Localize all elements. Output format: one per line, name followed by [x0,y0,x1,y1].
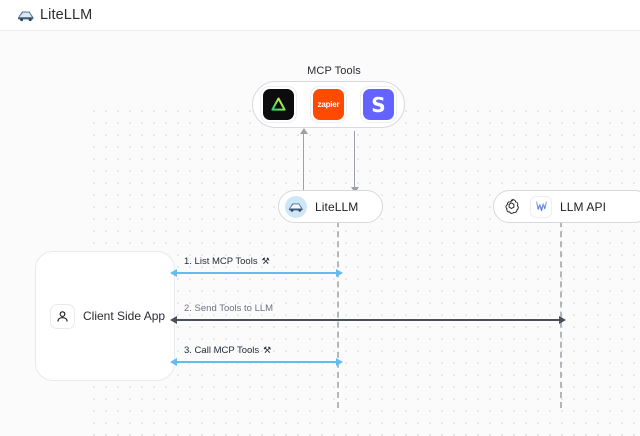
message-1-line [176,272,337,274]
arrow-line-litellm-to-mcp [303,131,305,193]
node-llm-api[interactable]: LLM API [493,190,640,223]
slack-s-icon: S [363,89,394,120]
lifeline-llm-api [560,191,562,408]
tool-item-slack[interactable]: S [360,86,397,123]
message-3-label: 3. Call MCP Tools ⚒ [184,345,271,356]
tool-item-linear[interactable] [260,86,297,123]
arrow-head-right-icon [336,268,343,277]
arrow-line-mcp-to-litellm [354,131,356,193]
diagram-canvas[interactable]: MCP Tools zapier [0,31,640,436]
litellm-logo-icon [17,8,35,22]
openai-icon [500,195,522,218]
app-topbar: LiteLLM [0,0,640,31]
message-2-text: 2. Send Tools to LLM [184,303,274,314]
message-3-text: 3. Call MCP Tools [184,345,260,356]
node-litellm-label: LiteLLM [315,199,359,214]
litellm-avatar-icon [285,195,307,218]
arrow-head-right-icon [559,315,566,324]
message-3-line [176,361,337,363]
message-2-label: 2. Send Tools to LLM [184,303,273,314]
arrow-head-left-icon [170,268,177,277]
message-1-label: 1. List MCP Tools ⚒ [184,256,270,267]
node-llm-api-label: LLM API [560,199,607,214]
mcp-tools-group[interactable]: zapier S [252,81,405,128]
message-2-line [176,319,560,321]
mcp-tools-title: MCP Tools [307,65,361,77]
arrow-head-up-icon [299,128,308,134]
zapier-icon: zapier [313,89,344,120]
brand-name: LiteLLM [40,7,93,23]
message-1-text: 1. List MCP Tools [184,256,258,267]
linear-triangle-icon [263,89,294,120]
arrow-head-right-icon [336,357,343,366]
user-icon [50,303,75,329]
arrow-head-left-icon [170,315,177,324]
tool-item-zapier[interactable]: zapier [310,86,347,123]
anthropic-icon [530,195,552,218]
node-litellm[interactable]: LiteLLM [278,190,383,223]
slack-letter: S [371,92,386,117]
tools-icon: ⚒ [263,345,272,356]
tools-icon: ⚒ [261,256,270,267]
node-client-side-app-label: Client Side App [83,309,166,323]
brand[interactable]: LiteLLM [17,7,92,23]
node-client-side-app[interactable]: Client Side App [35,251,175,381]
arrow-head-left-icon [170,357,177,366]
lifeline-litellm [337,191,339,408]
